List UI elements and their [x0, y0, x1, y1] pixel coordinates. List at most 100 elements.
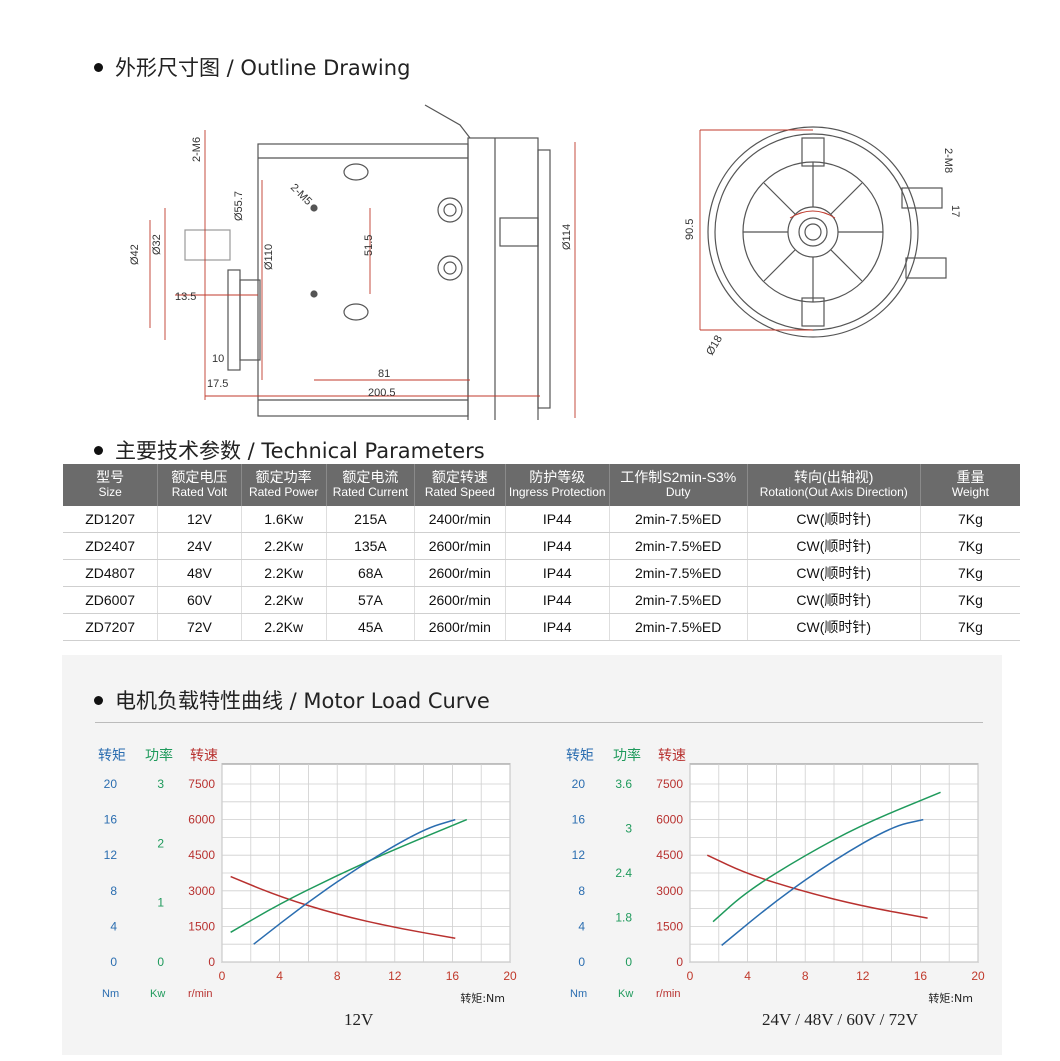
- speed-tick-label: 0: [208, 955, 215, 969]
- table-cell: 2600r/min: [414, 559, 506, 587]
- table-cell: 48V: [157, 559, 242, 587]
- svg-text:81: 81: [378, 368, 390, 380]
- table-cell: IP44: [505, 559, 610, 587]
- svg-text:Ø42: Ø42: [129, 244, 141, 265]
- svg-text:17.5: 17.5: [207, 378, 228, 390]
- table-cell: IP44: [505, 506, 610, 533]
- x-tick-label: 0: [219, 969, 226, 983]
- table-cell: 57A: [326, 586, 416, 614]
- load-curve-title: 电机负载特性曲线 / Motor Load Curve: [94, 685, 490, 715]
- svg-text:Ø18: Ø18: [704, 333, 725, 357]
- axis-name-power: 功率: [613, 747, 641, 764]
- header-cell: 转向(出轴视)Rotation(Out Axis Direction): [747, 464, 921, 506]
- torque-tick-label: 12: [104, 848, 118, 862]
- torque-tick-label: 4: [578, 919, 585, 933]
- header-zh: 转向(出轴视): [794, 469, 874, 485]
- x-tick-label: 0: [687, 969, 694, 983]
- table-cell: 7Kg: [920, 559, 1020, 587]
- unit-torque: Nm: [102, 988, 119, 1000]
- power-tick-label: 3.6: [615, 777, 632, 791]
- svg-text:Ø32: Ø32: [151, 234, 163, 255]
- speed-tick-label: 6000: [656, 813, 683, 827]
- outline-title: 外形尺寸图 / Outline Drawing: [94, 52, 410, 82]
- table-cell: 2min-7.5%ED: [609, 586, 748, 614]
- torque-tick-label: 8: [578, 884, 585, 898]
- header-zh: 额定电压: [171, 469, 228, 485]
- header-en: Weight: [951, 485, 990, 499]
- power-tick-label: 1.8: [615, 911, 632, 925]
- speed-tick-label: 0: [676, 955, 683, 969]
- table-cell: CW(顺时针): [747, 586, 921, 614]
- header-zh: 防护等级: [529, 469, 586, 485]
- axis-name-speed: 转速: [658, 748, 686, 764]
- table-cell: 7Kg: [920, 532, 1020, 560]
- bullet-icon: [94, 62, 103, 72]
- speed-tick-label: 7500: [188, 777, 215, 791]
- speed-tick-label: 3000: [656, 884, 683, 898]
- header-en: Duty: [665, 485, 691, 499]
- table-cell: 2min-7.5%ED: [609, 532, 748, 560]
- power-tick-label: 2.4: [615, 866, 632, 880]
- header-zh: 额定功率: [255, 469, 312, 485]
- unit-speed: r/min: [656, 988, 680, 1000]
- torque-tick-label: 12: [572, 848, 586, 862]
- header-zh: 额定转速: [431, 469, 488, 485]
- table-cell: 2400r/min: [414, 506, 506, 533]
- table-cell: ZD2407: [63, 532, 159, 560]
- header-en: Size: [98, 485, 122, 499]
- table-cell: IP44: [505, 532, 610, 560]
- table-cell: CW(顺时针): [747, 506, 921, 533]
- power-curve: [712, 791, 941, 923]
- table-cell: 2.2Kw: [241, 559, 327, 587]
- svg-text:13.5: 13.5: [175, 291, 196, 303]
- x-tick-label: 12: [856, 969, 870, 983]
- power-tick-label: 3: [625, 822, 632, 836]
- table-cell: IP44: [505, 586, 610, 614]
- header-en: Rated Speed: [424, 485, 495, 499]
- table-cell: 68A: [326, 559, 416, 587]
- bullet-icon: [94, 445, 103, 455]
- table-cell: 2min-7.5%ED: [609, 559, 748, 587]
- x-tick-label: 8: [802, 969, 809, 983]
- svg-text:Ø55.7: Ø55.7: [233, 191, 245, 221]
- torque-tick-label: 20: [104, 777, 118, 791]
- table-cell: 2600r/min: [414, 532, 506, 560]
- x-axis-unit: 转矩:Nm: [460, 991, 505, 1005]
- speed-tick-label: 1500: [188, 919, 215, 933]
- x-axis-unit: 转矩:Nm: [928, 991, 973, 1005]
- unit-speed: r/min: [188, 988, 212, 1000]
- svg-text:Ø110: Ø110: [263, 244, 275, 270]
- power-tick-label: 0: [625, 955, 632, 969]
- x-tick-label: 20: [503, 969, 517, 983]
- torque-curve: [253, 818, 456, 945]
- table-cell: 2min-7.5%ED: [609, 506, 748, 533]
- svg-text:2-M5: 2-M5: [288, 182, 314, 208]
- table-cell: 2.2Kw: [241, 532, 327, 560]
- table-cell: 45A: [326, 613, 416, 641]
- table-cell: ZD4807: [63, 559, 159, 587]
- chart-caption-24-72v: 24V / 48V / 60V / 72V: [762, 1010, 918, 1029]
- bullet-icon: [94, 695, 103, 705]
- x-tick-label: 8: [334, 969, 341, 983]
- header-en: Rotation(Out Axis Direction): [759, 485, 908, 499]
- power-tick-label: 1: [157, 896, 164, 910]
- table-cell: 2.2Kw: [241, 613, 327, 641]
- header-en: Rated Power: [248, 485, 319, 499]
- table-cell: ZD1207: [63, 506, 159, 533]
- speed-curve: [230, 875, 456, 940]
- table-cell: 7Kg: [920, 506, 1020, 533]
- unit-power: Kw: [618, 988, 633, 1000]
- load-curve-chart-12v: 转矩功率转速0150030004500600075000481216200123…: [98, 747, 517, 1005]
- table-cell: 12V: [157, 506, 242, 533]
- power-tick-label: 0: [157, 955, 164, 969]
- header-zh: 重量: [956, 469, 985, 485]
- x-tick-label: 4: [744, 969, 751, 983]
- unit-torque: Nm: [570, 988, 587, 1000]
- axis-name-power: 功率: [145, 747, 173, 764]
